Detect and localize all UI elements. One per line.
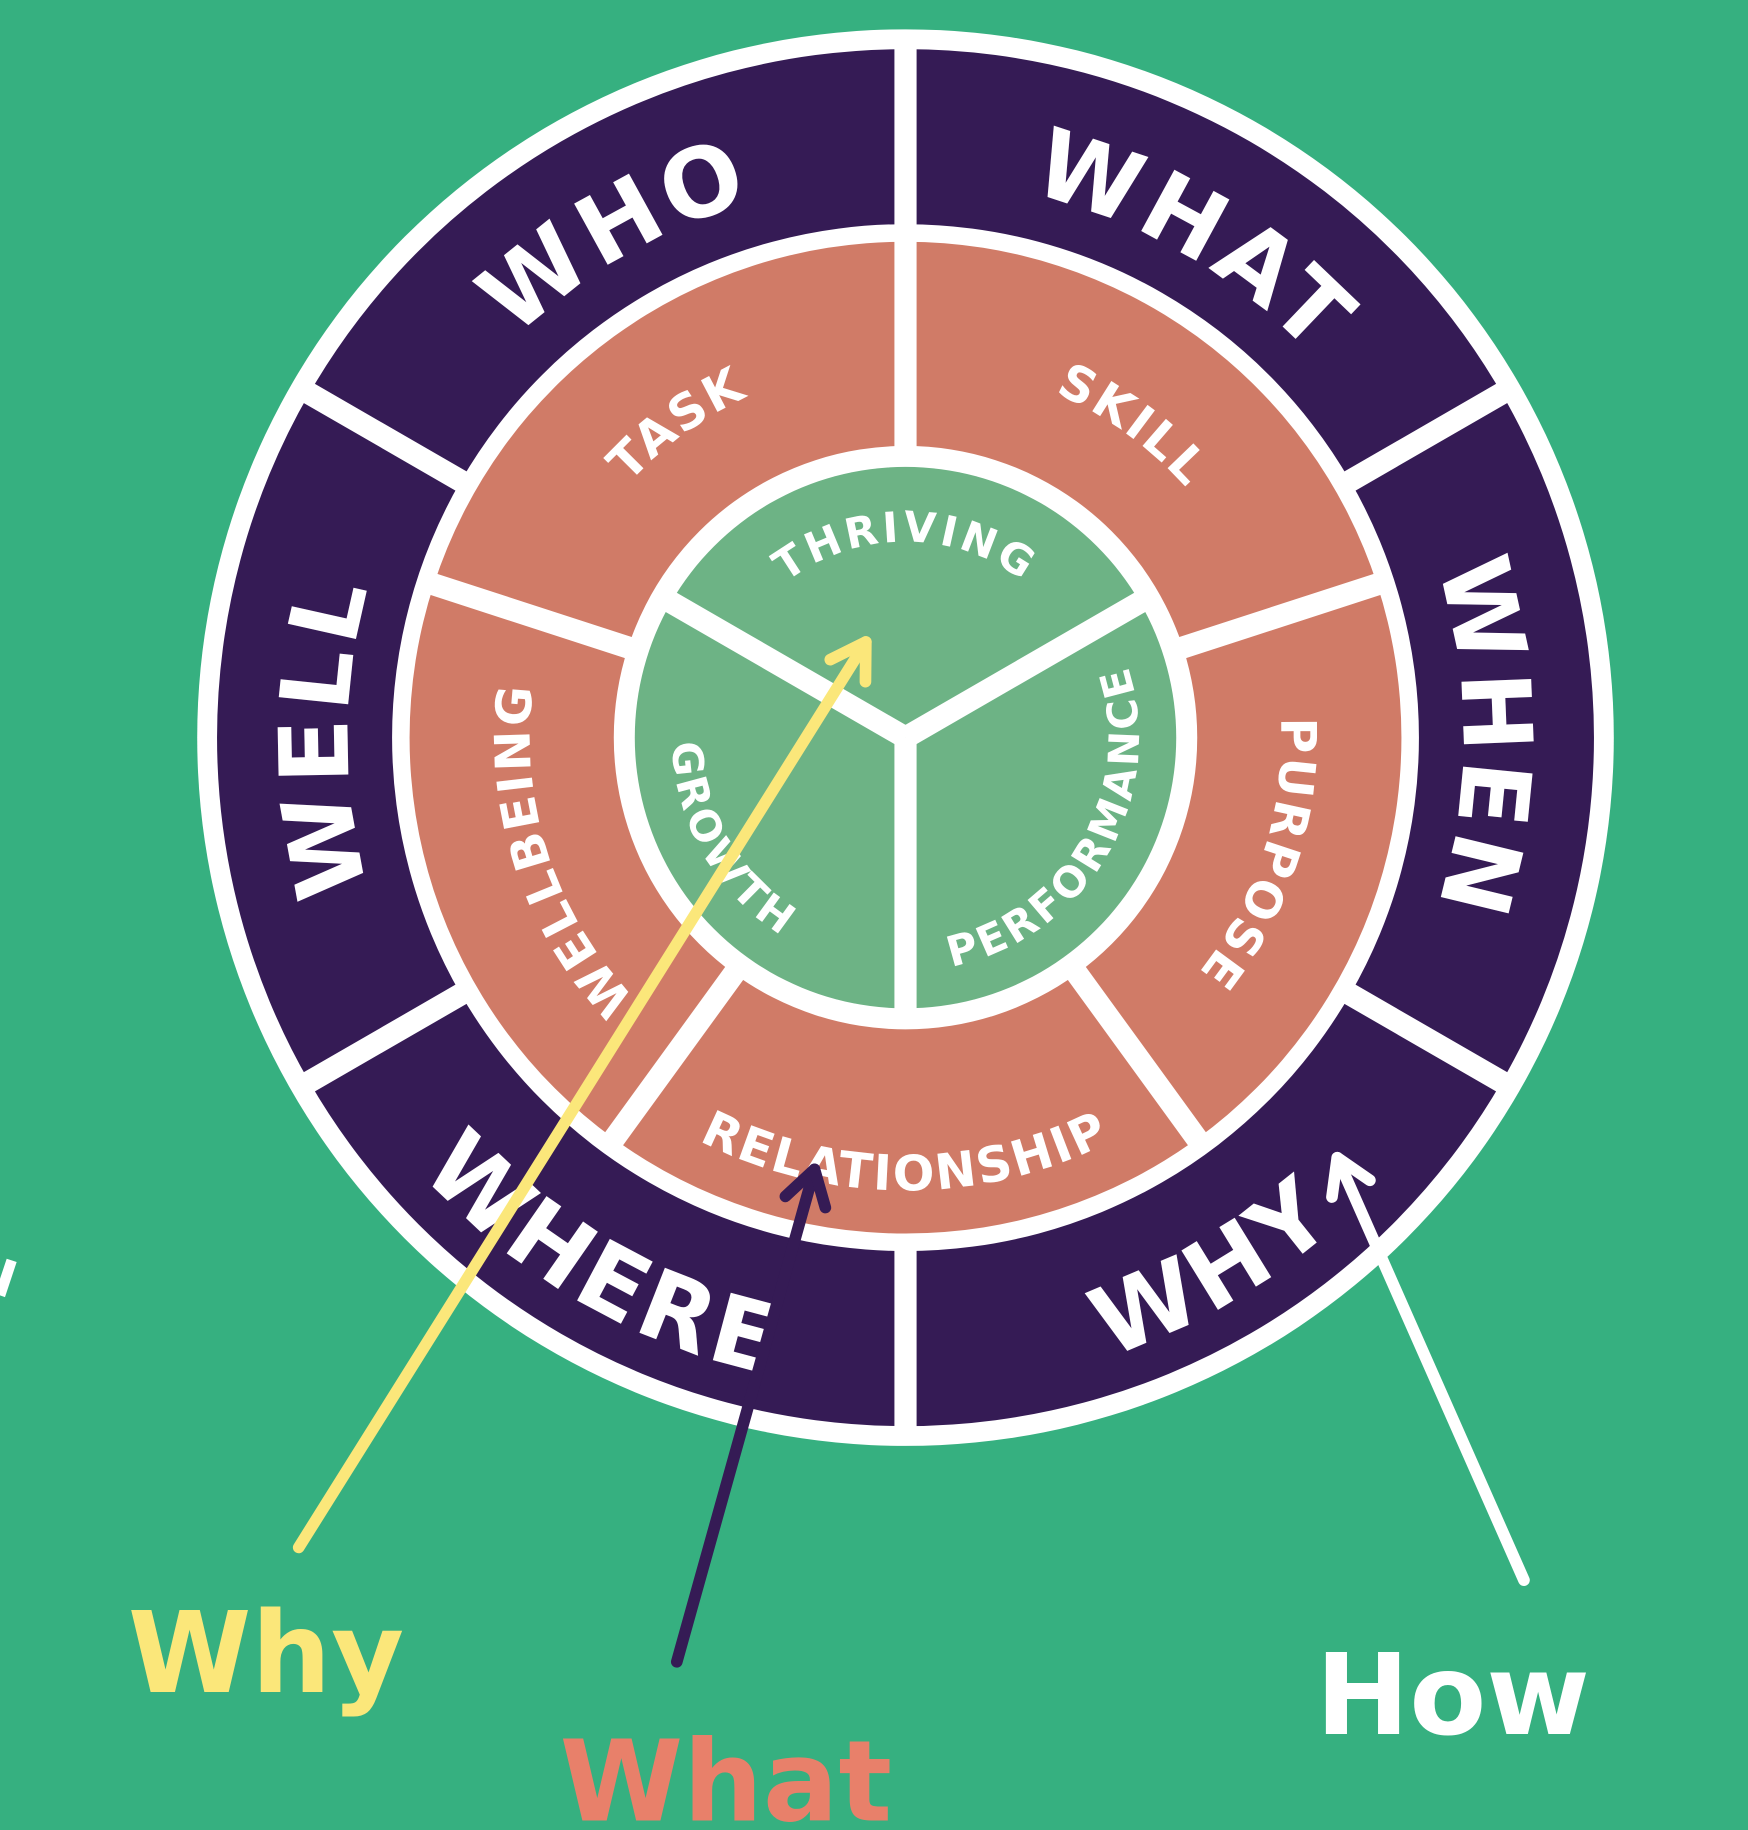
how-annotation: How: [1316, 1631, 1590, 1761]
inner-segment-thriving: [671, 466, 1140, 738]
outer-segment-why: [905, 994, 1502, 1427]
inner-divider: [899, 588, 1154, 748]
outer-divider: [1334, 978, 1513, 1095]
middle-segment-skill: [905, 241, 1378, 648]
outer-segment-who: [309, 49, 906, 481]
outer-divider: [298, 380, 477, 497]
middle-divider: [600, 957, 750, 1152]
middle-segment-wellbeing: [409, 584, 735, 1139]
outer-divider: [298, 978, 477, 1095]
middle-segment-purpose: [1076, 584, 1402, 1139]
what-arrow: [670, 1163, 832, 1668]
outer-segment-when: [1350, 393, 1594, 1082]
middle-divider: [1061, 957, 1211, 1152]
outer-segment-what: [905, 49, 1502, 481]
middle-divider: [1168, 571, 1389, 662]
outer-segment-where: [309, 994, 906, 1427]
cropped-glyph: [0, 1258, 17, 1298]
what-annotation: What: [560, 1718, 892, 1830]
middle-segment-relationship: [614, 973, 1198, 1234]
why-arrow: [292, 636, 872, 1554]
outer-label-well: WELL: [258, 564, 391, 908]
middle-segment-task: [433, 241, 906, 648]
middle-divider: [422, 571, 643, 662]
outer-divider: [1334, 380, 1513, 497]
outer-segment-well: [217, 393, 461, 1082]
inner-divider: [657, 588, 912, 748]
how-arrow: [1326, 1151, 1530, 1586]
why-annotation: Why: [128, 1589, 404, 1719]
